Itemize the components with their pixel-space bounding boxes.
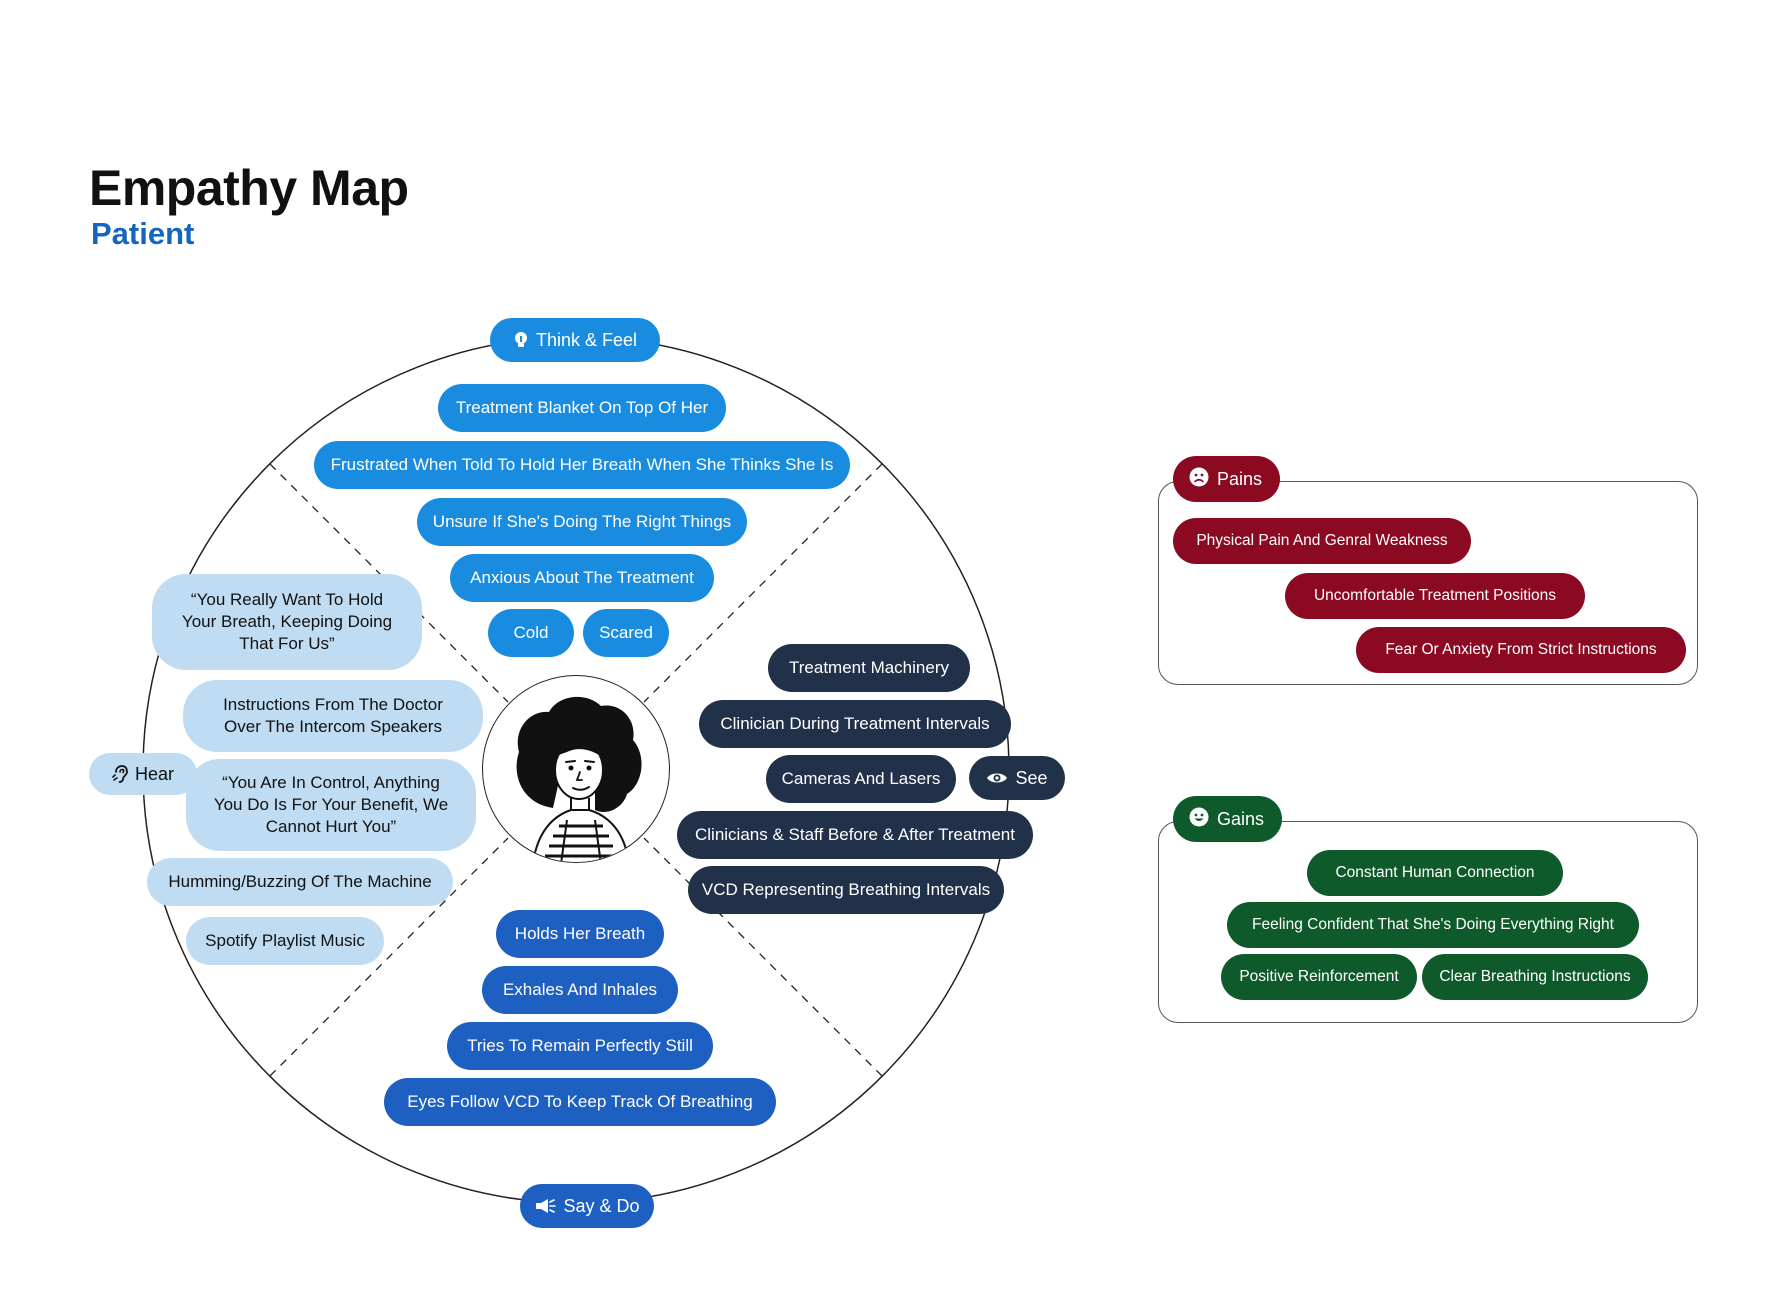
see-item: VCD Representing Breathing Intervals [688,866,1004,914]
pain-item: Uncomfortable Treatment Positions [1285,573,1585,619]
megaphone-icon [534,1198,557,1214]
think-feel-tag[interactable]: Think & Feel [490,318,660,362]
pain-item: Fear Or Anxiety From Strict Instructions [1356,627,1686,673]
hear-item: “You Are In Control, Anything You Do Is … [186,759,476,851]
lightbulb-icon [513,331,529,349]
think-feel-item: Frustrated When Told To Hold Her Breath … [314,441,850,489]
hear-item: Instructions From The Doctor Over The In… [183,680,483,752]
think-feel-item: Cold [488,609,574,657]
see-item: Clinicians & Staff Before & After Treatm… [677,811,1033,859]
say-do-item: Exhales And Inhales [482,966,678,1014]
pains-label: Pains [1217,468,1263,489]
see-item: Treatment Machinery [768,644,970,692]
hear-item: Spotify Playlist Music [186,917,384,965]
see-item: Cameras And Lasers [766,755,956,803]
patient-avatar [482,675,670,863]
patient-illustration-icon [516,696,642,862]
pains-tag[interactable]: Pains [1173,456,1281,502]
say-do-label: Say & Do [563,1196,640,1216]
say-do-item: Holds Her Breath [496,910,664,958]
think-feel-item: Unsure If She's Doing The Right Things [417,498,747,546]
page-subtitle: Patient [91,216,195,251]
gains-label: Gains [1217,808,1265,829]
eye-icon [986,771,1008,785]
page-title: Empathy Map [89,160,409,216]
say-do-tag[interactable]: Say & Do [520,1184,654,1228]
divider-bottom-left [269,837,509,1077]
gain-item: Feeling Confident That She's Doing Every… [1227,902,1639,948]
see-tag[interactable]: See [969,756,1065,800]
see-label: See [1015,768,1048,788]
divider-top-right [643,463,883,703]
ear-icon [112,765,128,783]
hear-item: Humming/Buzzing Of The Machine [147,858,453,906]
pain-item: Physical Pain And Genral Weakness [1173,518,1471,564]
sad-face-icon [1189,467,1209,492]
think-feel-item: Treatment Blanket On Top Of Her [438,384,726,432]
say-do-item: Tries To Remain Perfectly Still [447,1022,713,1070]
happy-face-icon [1189,807,1209,832]
think-feel-item: Anxious About The Treatment [450,554,714,602]
gain-item: Constant Human Connection [1307,850,1563,896]
think-feel-label: Think & Feel [535,330,638,350]
gain-item: Clear Breathing Instructions [1422,954,1648,1000]
gains-tag[interactable]: Gains [1173,796,1283,842]
hear-tag[interactable]: Hear [89,753,197,795]
gain-item: Positive Reinforcement [1221,954,1417,1000]
think-feel-item: Scared [583,609,669,657]
see-item: Clinician During Treatment Intervals [699,700,1011,748]
hear-label: Hear [134,764,174,784]
hear-item: “You Really Want To Hold Your Breath, Ke… [152,574,422,670]
divider-bottom-right [643,837,883,1077]
say-do-item: Eyes Follow VCD To Keep Track Of Breathi… [384,1078,776,1126]
